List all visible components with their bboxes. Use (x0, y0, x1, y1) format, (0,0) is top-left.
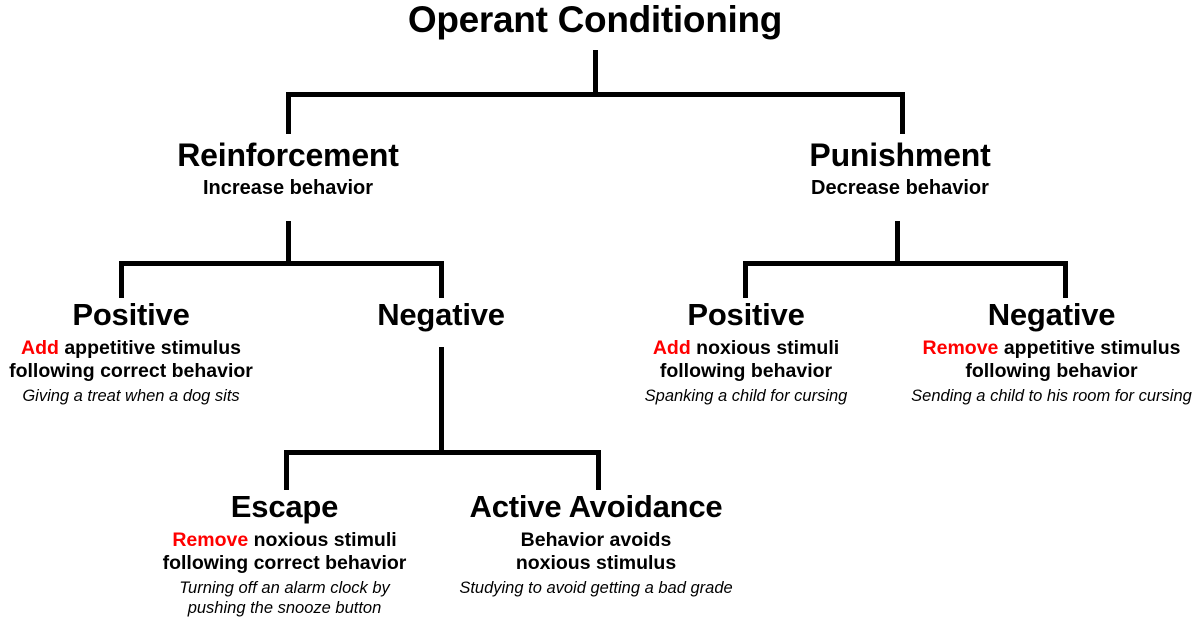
description-rest: noxious stimuli (690, 337, 840, 360)
highlight-word: Remove (172, 529, 249, 552)
highlight-word: Add (21, 337, 59, 360)
example-line-1: Studying to avoid getting a bad grade (459, 579, 733, 598)
escape-title: Escape (230, 489, 339, 524)
escape-description: Remove noxious stimuli following correct… (152, 529, 417, 575)
negative-punishment-example: Sending a child to his room for cursing (903, 387, 1200, 407)
connector-drop-reinforcement (286, 92, 291, 134)
negative-punishment-title: Negative (987, 297, 1116, 332)
active-avoidance-example: Studying to avoid getting a bad grade (440, 579, 752, 599)
node-escape: Escape Remove noxious stimuli following … (152, 490, 417, 619)
root-title: Operant Conditioning (407, 0, 783, 40)
example-line-1: Giving a treat when a dog sits (22, 387, 240, 406)
connector-drop-pun-negative (1063, 261, 1068, 298)
node-positive-punishment: Positive Add noxious stimuli following b… (615, 298, 877, 407)
description-rest: Behavior avoids (520, 529, 672, 552)
reinforcement-subtitle: Increase behavior (202, 176, 374, 199)
positive-reinforcement-description: Add appetitive stimulus following correc… (0, 337, 262, 383)
example-line-1: Turning off an alarm clock by (179, 579, 390, 598)
negative-punishment-description: Remove appetitive stimulus following beh… (903, 337, 1200, 383)
description-line-1: Behavior avoids (440, 529, 752, 552)
description-line-2: following correct behavior (9, 360, 253, 383)
description-rest: appetitive stimulus (998, 337, 1181, 360)
node-punishment: Punishment Decrease behavior (720, 138, 1080, 199)
description-line-1: Add noxious stimuli (615, 337, 877, 360)
connector-reinforcement-bus (119, 261, 444, 266)
connector-negative-reinforcement-stem (439, 347, 444, 453)
description-line-2: following correct behavior (162, 552, 407, 575)
positive-punishment-description: Add noxious stimuli following behavior (615, 337, 877, 383)
description-line-2: following behavior (965, 360, 1138, 383)
negative-reinforcement-title: Negative (377, 297, 505, 332)
description-line-2: noxious stimulus (515, 552, 677, 575)
connector-drop-reinf-negative (439, 261, 444, 298)
node-active-avoidance: Active Avoidance Behavior avoids noxious… (440, 490, 752, 599)
node-reinforcement: Reinforcement Increase behavior (108, 138, 468, 199)
punishment-subtitle: Decrease behavior (811, 176, 989, 199)
escape-example: Turning off an alarm clock by pushing th… (152, 579, 417, 619)
connector-drop-reinf-positive (119, 261, 124, 298)
connector-reinforcement-stem (286, 221, 291, 264)
connector-drop-escape (284, 450, 289, 490)
node-positive-reinforcement: Positive Add appetitive stimulus followi… (0, 298, 262, 407)
positive-punishment-example: Spanking a child for cursing (615, 387, 877, 407)
connector-drop-pun-positive (743, 261, 748, 298)
positive-punishment-title: Positive (687, 297, 805, 332)
example-line-2: pushing the snooze button (187, 599, 382, 618)
highlight-word: Remove (922, 337, 999, 360)
description-line-2: following behavior (659, 360, 833, 383)
active-avoidance-description: Behavior avoids noxious stimulus (440, 529, 752, 575)
connector-drop-active-avoidance (596, 450, 601, 490)
description-rest: noxious stimuli (248, 529, 397, 552)
description-line-1: Remove noxious stimuli (152, 529, 417, 552)
connector-punishment-bus (743, 261, 1068, 266)
connector-root-stem (593, 50, 598, 95)
connector-punishment-stem (895, 221, 900, 264)
active-avoidance-title: Active Avoidance (469, 489, 723, 524)
connector-level1-bus (286, 92, 905, 97)
node-operant-conditioning: Operant Conditioning (345, 0, 845, 40)
positive-reinforcement-example: Giving a treat when a dog sits (0, 387, 262, 407)
description-line-1: Add appetitive stimulus (0, 337, 262, 360)
highlight-word: Add (652, 337, 691, 360)
node-negative-punishment: Negative Remove appetitive stimulus foll… (903, 298, 1200, 407)
description-line-1: Remove appetitive stimulus (903, 337, 1200, 360)
example-line-1: Spanking a child for cursing (644, 387, 848, 406)
connector-negative-reinforcement-bus (284, 450, 601, 455)
punishment-title: Punishment (809, 137, 991, 173)
positive-reinforcement-title: Positive (72, 297, 190, 332)
node-negative-reinforcement: Negative (311, 297, 571, 332)
reinforcement-title: Reinforcement (177, 137, 399, 173)
connector-drop-punishment (900, 92, 905, 134)
description-rest: appetitive stimulus (58, 337, 241, 360)
example-line-1: Sending a child to his room for cursing (911, 387, 1192, 406)
